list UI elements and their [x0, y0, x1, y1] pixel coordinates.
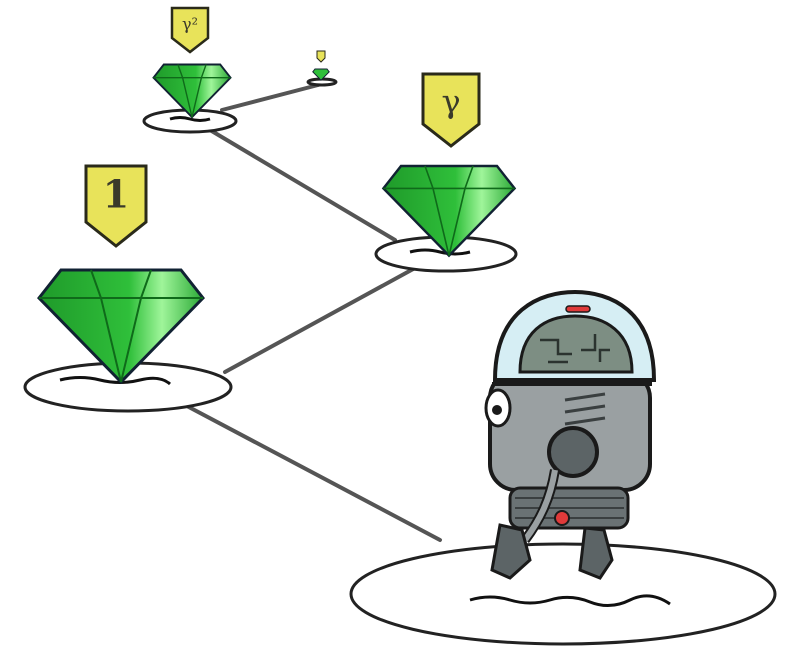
gem-2-facets	[383, 165, 515, 256]
path-lines	[183, 83, 442, 542]
robot-icon	[484, 289, 657, 580]
path-line-robot-to-gem1	[183, 403, 442, 542]
tag-2: γ	[421, 72, 481, 148]
path-line-gem1-to-gem2	[223, 266, 417, 374]
gem-4	[312, 68, 330, 81]
robot-arm-inner	[522, 469, 558, 542]
emerald-icon	[312, 68, 330, 81]
scribble-gem3	[169, 116, 211, 122]
robot-pupil	[492, 405, 502, 415]
robot-arm-joint-light	[554, 510, 570, 526]
path-line-gem2-to-gem3	[208, 128, 397, 242]
gem-1	[37, 268, 205, 385]
emerald-icon	[152, 63, 232, 119]
robot-vents	[564, 392, 606, 426]
platforms	[23, 77, 777, 646]
shield-badge-icon	[170, 6, 210, 54]
shield-badge-icon	[316, 50, 326, 63]
tag-1-label: 1	[103, 172, 129, 217]
gem-2	[381, 164, 517, 258]
robot-brain	[518, 314, 634, 374]
platform-robot	[349, 542, 777, 646]
robot-leg-right	[578, 526, 614, 580]
platform-gem4	[306, 77, 338, 87]
robot-speaker	[547, 426, 599, 478]
robot-leg-left	[490, 523, 532, 580]
gem-1-facets	[39, 269, 203, 383]
tag-4	[316, 50, 326, 63]
shield-badge-icon	[421, 72, 481, 148]
tag-3-label: γ²	[182, 15, 198, 34]
scribble-gem2	[409, 248, 471, 256]
path-line-gem3-to-gem4	[220, 83, 320, 112]
gem-3-facets	[153, 64, 231, 118]
shield-badge-icon	[84, 164, 148, 248]
tag-2-label: γ	[441, 83, 460, 121]
scribble-robot	[469, 594, 671, 607]
robot-brain-circuits	[540, 334, 610, 364]
robot-red-light	[565, 305, 591, 313]
gem-3	[152, 63, 232, 119]
tag-1: 1	[84, 164, 148, 248]
tag-3: γ²	[170, 6, 210, 54]
